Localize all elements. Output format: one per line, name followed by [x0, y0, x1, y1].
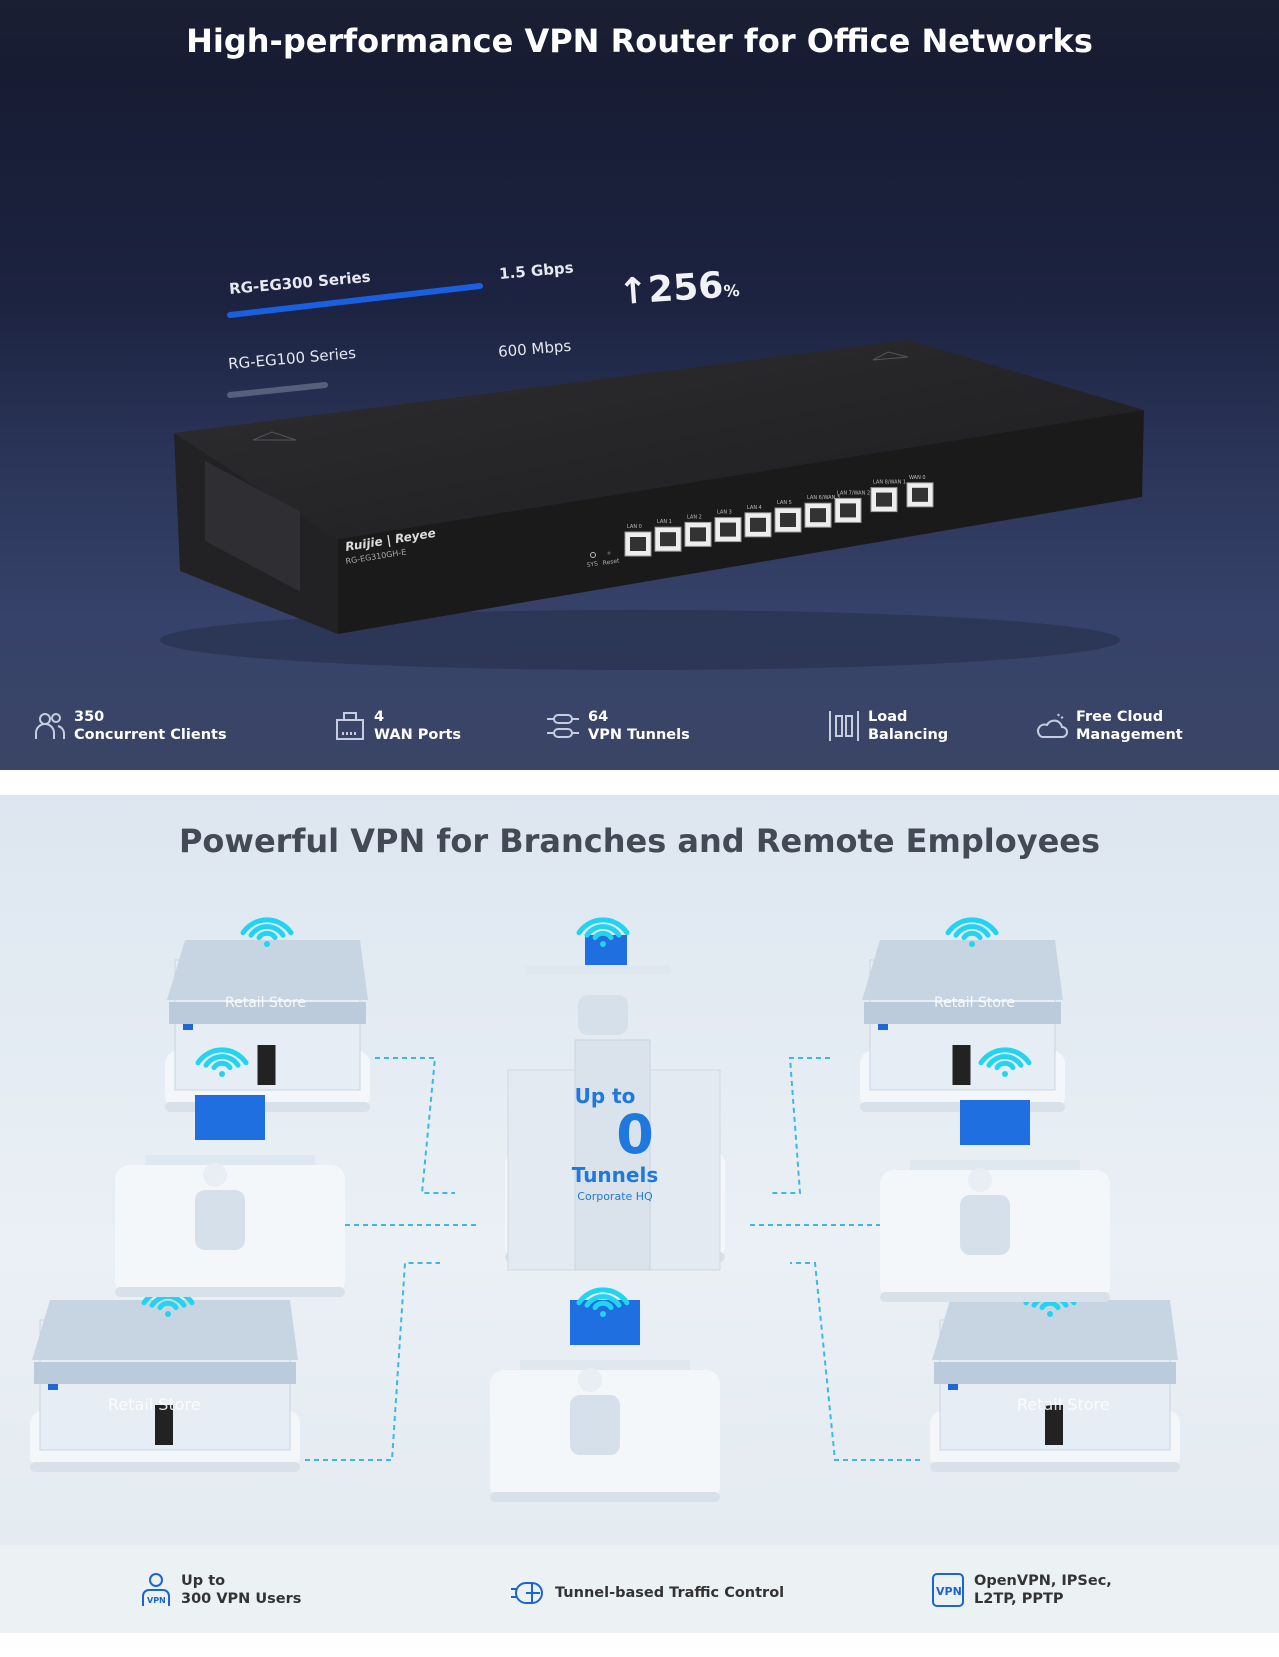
port-label: LAN 3 — [717, 510, 732, 516]
wifi-icon — [195, 1047, 249, 1077]
sys-led-icon — [590, 552, 596, 558]
vpn-link-line — [375, 1057, 455, 1194]
wifi-icon — [945, 917, 999, 947]
store-label: Retail Store — [934, 995, 1016, 1011]
load-balancing-icon — [829, 711, 859, 741]
ethernet-port — [624, 531, 652, 557]
hq-tunnel-count: 0 — [616, 1103, 654, 1166]
wifi-icon — [240, 917, 294, 947]
vpn-user-icon: VPN — [142, 1573, 170, 1606]
svg-text:VPN: VPN — [147, 1596, 166, 1605]
bottom-speed-bar — [227, 382, 328, 398]
top-speed-bar — [227, 283, 483, 318]
sys-label: SYS — [586, 560, 598, 569]
port-label: LAN 8/WAN 1 — [873, 480, 906, 486]
port-label: LAN 7/WAN 2 — [837, 490, 870, 496]
hq-upto: Up to — [574, 1084, 636, 1108]
store-label: Retail Store — [108, 1395, 201, 1414]
hq-caption: Corporate HQ — [577, 1190, 653, 1203]
port-icon — [336, 712, 364, 740]
platform — [860, 940, 1065, 1112]
hero-section: High-performance VPN Router for Office N… — [0, 0, 1279, 770]
port-label: LAN 2 — [687, 514, 702, 520]
port-label: LAN 0 — [627, 524, 642, 530]
platform — [165, 940, 370, 1112]
ethernet-port — [906, 482, 934, 508]
port-label: WAN 0 — [909, 475, 926, 481]
tunnel-traffic-icon — [511, 1582, 543, 1604]
vpn-network-illustration — [30, 917, 1180, 1502]
hero-title: High-performance VPN Router for Office N… — [186, 22, 1093, 60]
platform — [115, 1095, 345, 1297]
vpn-link-line — [770, 1057, 830, 1194]
platform — [880, 1100, 1110, 1302]
platform — [30, 1300, 300, 1472]
vpn-section-title: Powerful VPN for Branches and Remote Emp… — [178, 822, 1101, 860]
platform — [505, 935, 725, 1271]
wifi-icon — [576, 917, 630, 947]
wifi-icon — [576, 1287, 630, 1317]
users-icon — [35, 713, 65, 739]
platform — [930, 1300, 1180, 1472]
vpn-link-line — [305, 1262, 440, 1461]
port-label: LAN 6/WAN 3 — [807, 495, 840, 501]
tunnel-icon — [547, 714, 579, 738]
vpn-badge-icon: VPN — [932, 1573, 964, 1607]
platform — [490, 1300, 720, 1502]
reset-label: Reset — [602, 557, 620, 567]
vpn-features-strip — [0, 1545, 1279, 1633]
hq-tunnels: Tunnels — [571, 1163, 659, 1187]
router-illustration: Ruijie | Reyee RG-EG310GH-E SYS Reset LA… — [160, 340, 1144, 670]
arrow-up-icon: ↑ — [616, 270, 650, 314]
port-label: LAN 5 — [777, 500, 792, 506]
port-label: LAN 4 — [747, 505, 762, 511]
port-label: LAN 1 — [657, 519, 672, 525]
store-label: Retail Store — [225, 995, 307, 1011]
feature-vpn-protocols: VPN OpenVPN, IPSec,L2TP, PPTP — [931, 1572, 1112, 1608]
wifi-icon — [978, 1047, 1032, 1077]
feature-traffic-control: Tunnel-based Traffic Control — [510, 1580, 784, 1606]
store-label: Retail Store — [1017, 1395, 1110, 1414]
vpn-link-line — [790, 1262, 920, 1461]
svg-text:VPN: VPN — [936, 1585, 962, 1598]
increase-stat: ↑256% — [616, 264, 741, 314]
reset-button[interactable] — [607, 551, 611, 555]
cloud-icon — [1037, 713, 1068, 738]
ethernet-port — [684, 521, 712, 547]
